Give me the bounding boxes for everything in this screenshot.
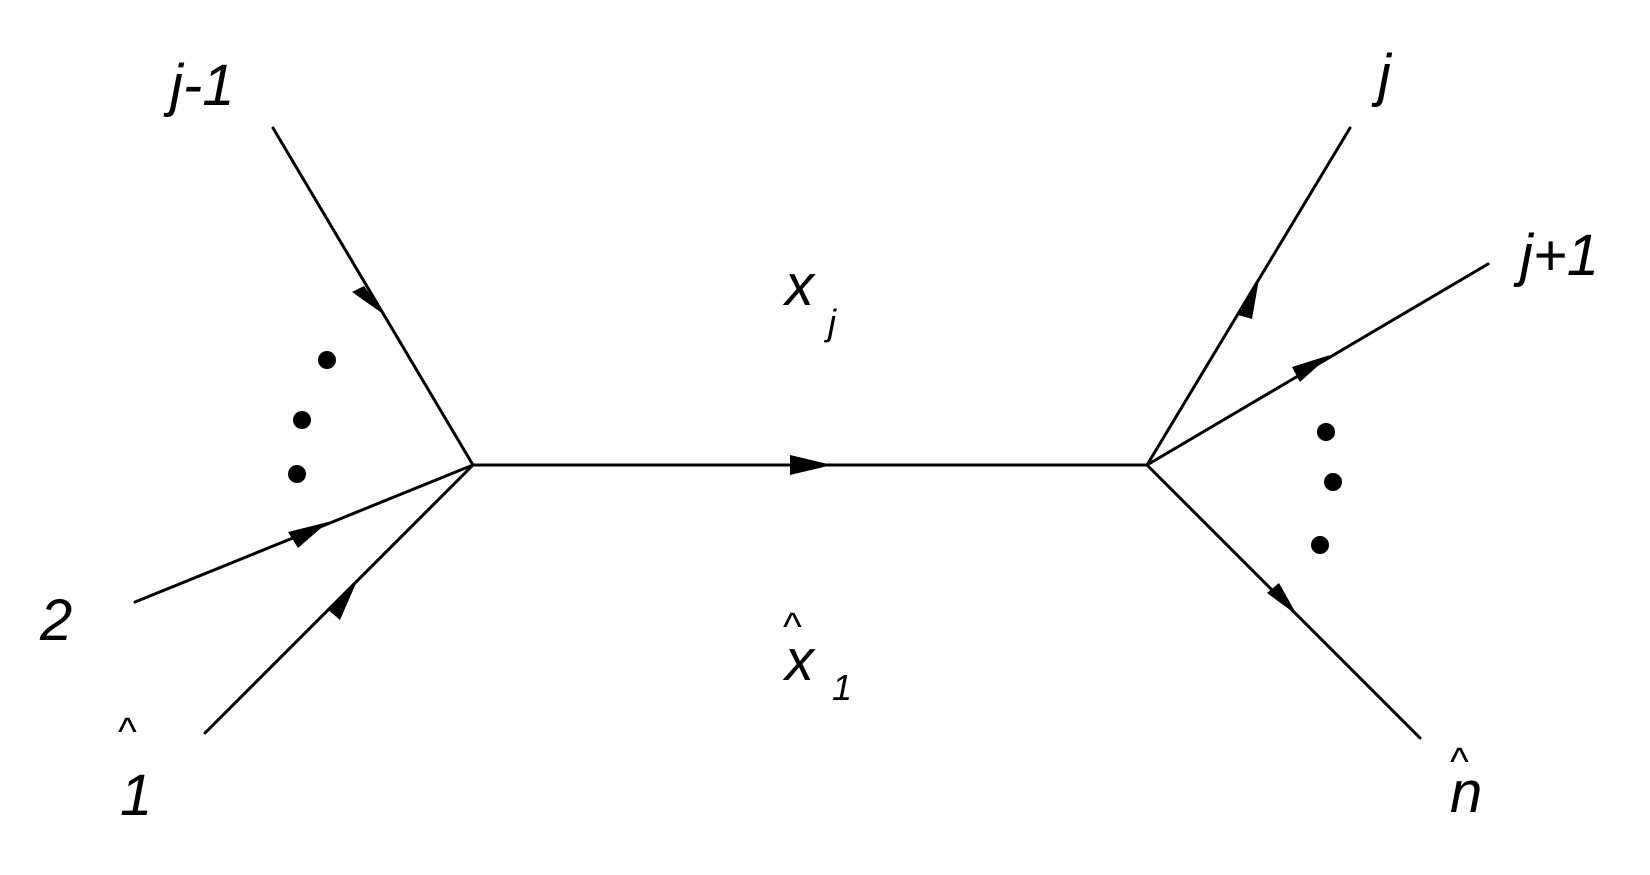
leg-j-plus-1-label: j+1 [1513, 223, 1599, 288]
leg-n-hat-arrow [1267, 583, 1297, 615]
right-ellipsis-dot [1324, 473, 1342, 491]
leg-j-line [1145, 126, 1352, 467]
upper-region-label-sub: j [823, 302, 837, 343]
leg-j-label: j [1371, 43, 1393, 108]
leg-n-hat-accent: ^ [1450, 740, 1469, 784]
leg-1-hat-arrow [327, 581, 357, 620]
right-ellipsis-dot [1317, 423, 1335, 441]
leg-j-minus-1-arrow [352, 286, 386, 316]
left-ellipsis-dot [288, 465, 306, 483]
leg-2-arrow [288, 522, 328, 548]
leg-1-hat-accent: ^ [118, 710, 137, 754]
leg-j-minus-1-line [271, 126, 475, 467]
leg-n-hat-label: n [1450, 760, 1482, 825]
left-ellipsis-dot [318, 351, 336, 369]
upper-region-label-base: x [782, 253, 816, 318]
right-ellipsis-dot [1311, 536, 1329, 554]
lower-region-label-base: x [782, 628, 816, 693]
lower-region-label-accent: ^ [783, 605, 802, 649]
propagator-arrow [790, 455, 832, 475]
lower-region-label-sub: 1 [832, 667, 852, 708]
leg-j-arrow [1238, 279, 1259, 319]
leg-j-plus-1-arrow [1292, 355, 1330, 382]
leg-2-label: 2 [39, 588, 72, 653]
leg-j-minus-1-label: j-1 [163, 53, 234, 118]
left-ellipsis-dot [293, 411, 311, 429]
leg-1-hat-label: 1 [120, 763, 152, 828]
